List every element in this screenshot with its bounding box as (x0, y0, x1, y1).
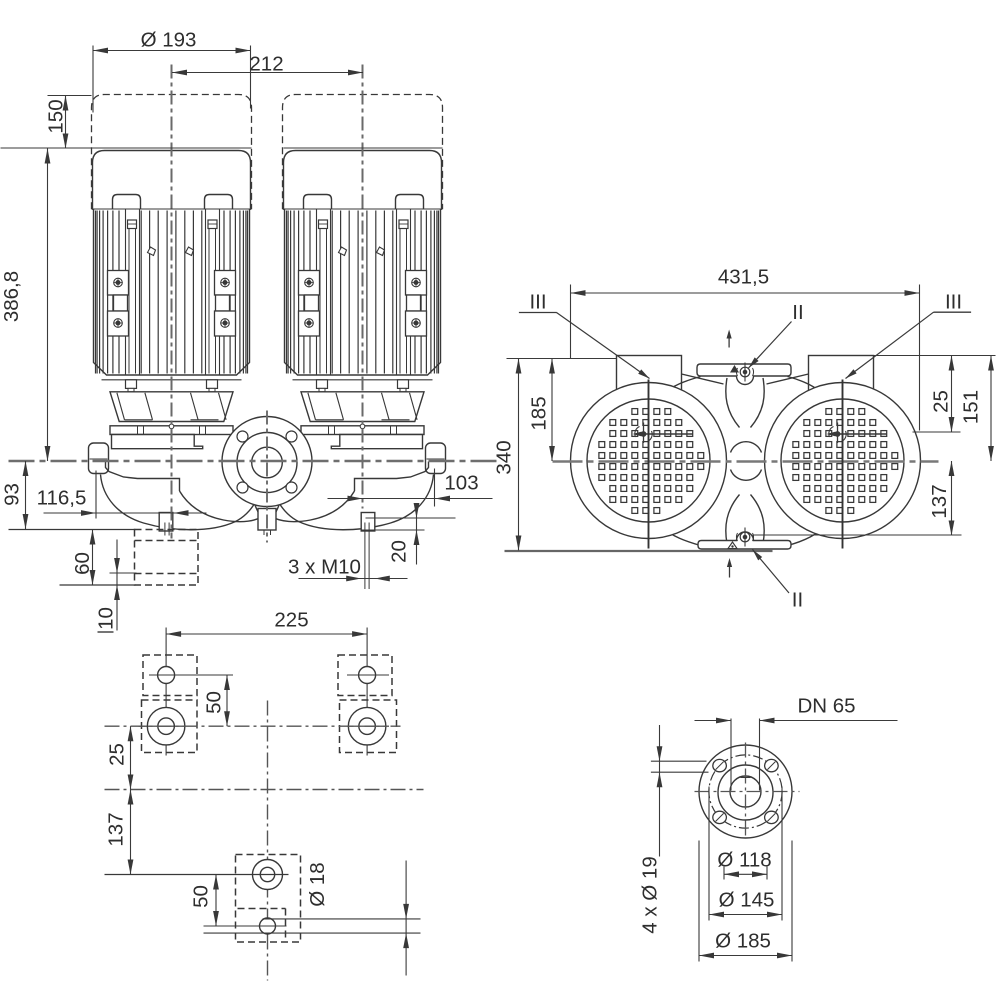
svg-text:III: III (529, 291, 546, 314)
svg-text:Ø 118: Ø 118 (717, 849, 771, 872)
svg-text:431,5: 431,5 (718, 266, 769, 289)
svg-text:103: 103 (444, 472, 478, 495)
svg-text:3 x M10: 3 x M10 (288, 556, 361, 579)
svg-text:25: 25 (930, 390, 953, 413)
svg-text:Ø 18: Ø 18 (306, 862, 329, 906)
svg-text:150: 150 (45, 99, 68, 133)
svg-text:151: 151 (960, 390, 983, 424)
svg-text:50: 50 (190, 885, 213, 908)
svg-text:II: II (792, 589, 803, 612)
svg-text:Ø 145: Ø 145 (719, 889, 775, 912)
svg-text:137: 137 (105, 812, 128, 846)
svg-text:DN 65: DN 65 (797, 695, 855, 718)
svg-text:20: 20 (388, 540, 411, 563)
svg-text:III: III (945, 291, 962, 314)
svg-text:60: 60 (71, 552, 94, 575)
svg-text:93: 93 (1, 483, 24, 506)
svg-text:185: 185 (528, 396, 551, 430)
svg-text:10: 10 (95, 607, 118, 630)
svg-text:225: 225 (274, 609, 308, 632)
svg-text:II: II (792, 301, 803, 324)
svg-text:Ø 185: Ø 185 (715, 930, 771, 953)
svg-text:Ø 193: Ø 193 (141, 29, 197, 52)
svg-text:4 x Ø 19: 4 x Ø 19 (639, 856, 662, 934)
svg-text:137: 137 (928, 484, 951, 518)
svg-text:340: 340 (493, 440, 516, 474)
svg-text:50: 50 (203, 691, 226, 714)
svg-text:386,8: 386,8 (0, 271, 23, 322)
svg-text:116,5: 116,5 (37, 487, 87, 510)
svg-text:25: 25 (106, 743, 129, 766)
svg-text:212: 212 (249, 53, 283, 76)
